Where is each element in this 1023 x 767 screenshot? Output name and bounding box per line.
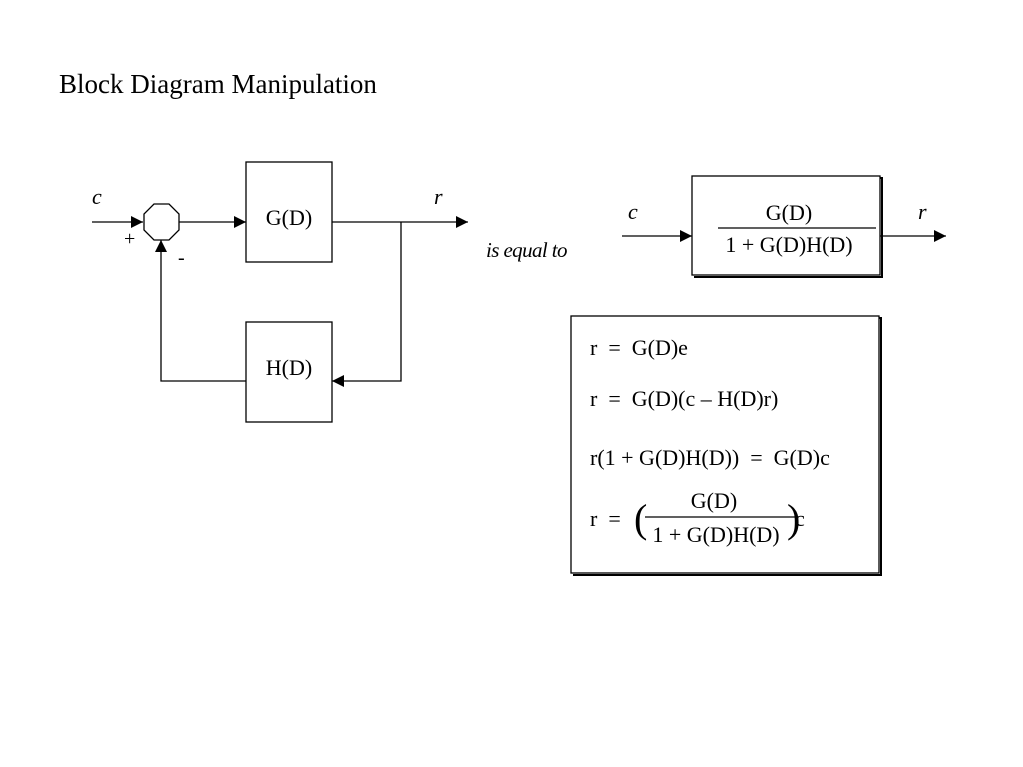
equivalent-output-label-r: r [918, 199, 927, 224]
equations-border-shadow [573, 317, 882, 576]
equation-3: r(1 + G(D)H(D)) = G(D)c [590, 445, 830, 470]
equivalent-numerator: G(D) [766, 200, 812, 225]
equivalent-block-shadow [694, 177, 883, 278]
equation-1: r = G(D)e [590, 335, 688, 360]
summing-junction [143, 203, 180, 241]
equation-4-open-paren: ( [634, 496, 647, 541]
feedback-diagram: c + - G(D) r H(D) [92, 161, 468, 423]
equivalent-input-label-c: c [628, 199, 638, 224]
plus-sign: + [124, 228, 135, 250]
equation-4-lhs: r = [590, 506, 621, 531]
equation-4-numerator: G(D) [691, 488, 737, 513]
forward-block-label: G(D) [266, 205, 312, 230]
equation-2: r = G(D)(c – H(D)r) [590, 386, 778, 411]
feedback-block [245, 321, 333, 423]
output-label-r: r [434, 184, 443, 209]
input-label-c: c [92, 184, 102, 209]
equation-4-close-paren: ) [787, 496, 800, 541]
equivalent-diagram: c G(D) 1 + G(D)H(D) r [622, 175, 946, 278]
is-equal-to-label: is equal to [486, 238, 567, 262]
equation-4-suffix: c [795, 506, 805, 531]
page-title: Block Diagram Manipulation [59, 69, 377, 99]
equation-4-denominator: 1 + G(D)H(D) [652, 522, 779, 547]
feedback-path-to-h [332, 222, 402, 387]
forward-block [245, 161, 333, 263]
equations-box: r = G(D)e r = G(D)(c – H(D)r) r(1 + G(D)… [570, 315, 882, 576]
equivalent-denominator: 1 + G(D)H(D) [725, 232, 852, 257]
equations-border [570, 315, 880, 574]
equivalent-block [691, 175, 881, 276]
minus-sign: - [178, 247, 185, 269]
feedback-block-label: H(D) [266, 355, 312, 380]
feedback-path-to-junction [155, 240, 246, 382]
